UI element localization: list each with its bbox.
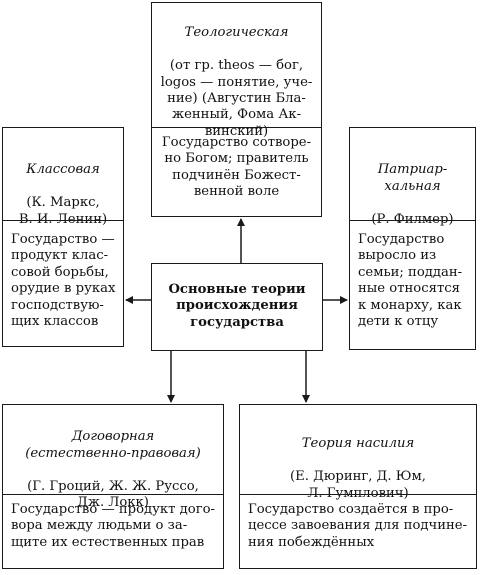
class-divider [3,220,123,221]
class-theory-header: Классовая (К. Маркс, В. И. Ленин) [3,146,123,244]
violence-divider [240,494,476,495]
patriarchal-theory-description: Государство выросло из семьи; поддан- ны… [358,232,463,330]
theological-divider [152,127,321,128]
violence-theory-description: Государство создаётся в про- цессе завое… [248,502,468,550]
theological-theory-description: Государство сотворе- но Богом; правитель… [161,135,312,200]
contractual-theory-box: Договорная (естественно-правовая) (Г. Гр… [2,404,224,569]
patriarchal-theory-authors: (Р. Филмер) [371,211,454,227]
theological-theory-authors: (от гр. theos — бог, logos — понятие, уч… [160,58,313,139]
class-theory-name: Классовая [26,162,100,178]
patriarchal-divider [350,220,475,221]
contractual-theory-description: Государство — продукт дого- вора между л… [11,502,216,550]
violence-theory-authors: (Е. Дюринг, Д. Юм, Л. Гумплович) [290,469,426,501]
class-theory-description: Государство — продукт клас- совой борьбы… [11,232,116,330]
class-theory-authors: (К. Маркс, В. И. Ленин) [18,195,108,227]
patriarchal-theory-header: Патриар- хальная (Р. Филмер) [350,146,475,244]
violence-theory-header: Теория насилия (Е. Дюринг, Д. Юм, Л. Гум… [240,420,476,518]
theological-theory-header: Теологическая (от гр. theos — бог, logos… [152,9,321,157]
theological-theory-box: Теологическая (от гр. theos — бог, logos… [151,2,322,217]
contractual-theory-header: Договорная (естественно-правовая) (Г. Гр… [3,413,223,528]
theological-theory-name: Теологическая [184,25,289,41]
center-box: Основные теории происхождения государств… [151,263,323,351]
patriarchal-theory-box: Патриар- хальная (Р. Филмер) Государство… [349,127,476,350]
contractual-theory-name: Договорная (естественно-правовая) [25,429,201,461]
patriarchal-theory-name: Патриар- хальная [377,162,448,194]
center-title: Основные теории происхождения государств… [168,282,306,330]
contractual-theory-authors: (Г. Гроций, Ж. Ж. Руссо, Дж. Локк) [27,478,199,511]
class-theory-box: Классовая (К. Маркс, В. И. Ленин) Госуда… [2,127,124,347]
violence-theory-name: Теория насилия [301,436,415,452]
contractual-divider [3,494,223,495]
violence-theory-box: Теория насилия (Е. Дюринг, Д. Юм, Л. Гум… [239,404,477,569]
